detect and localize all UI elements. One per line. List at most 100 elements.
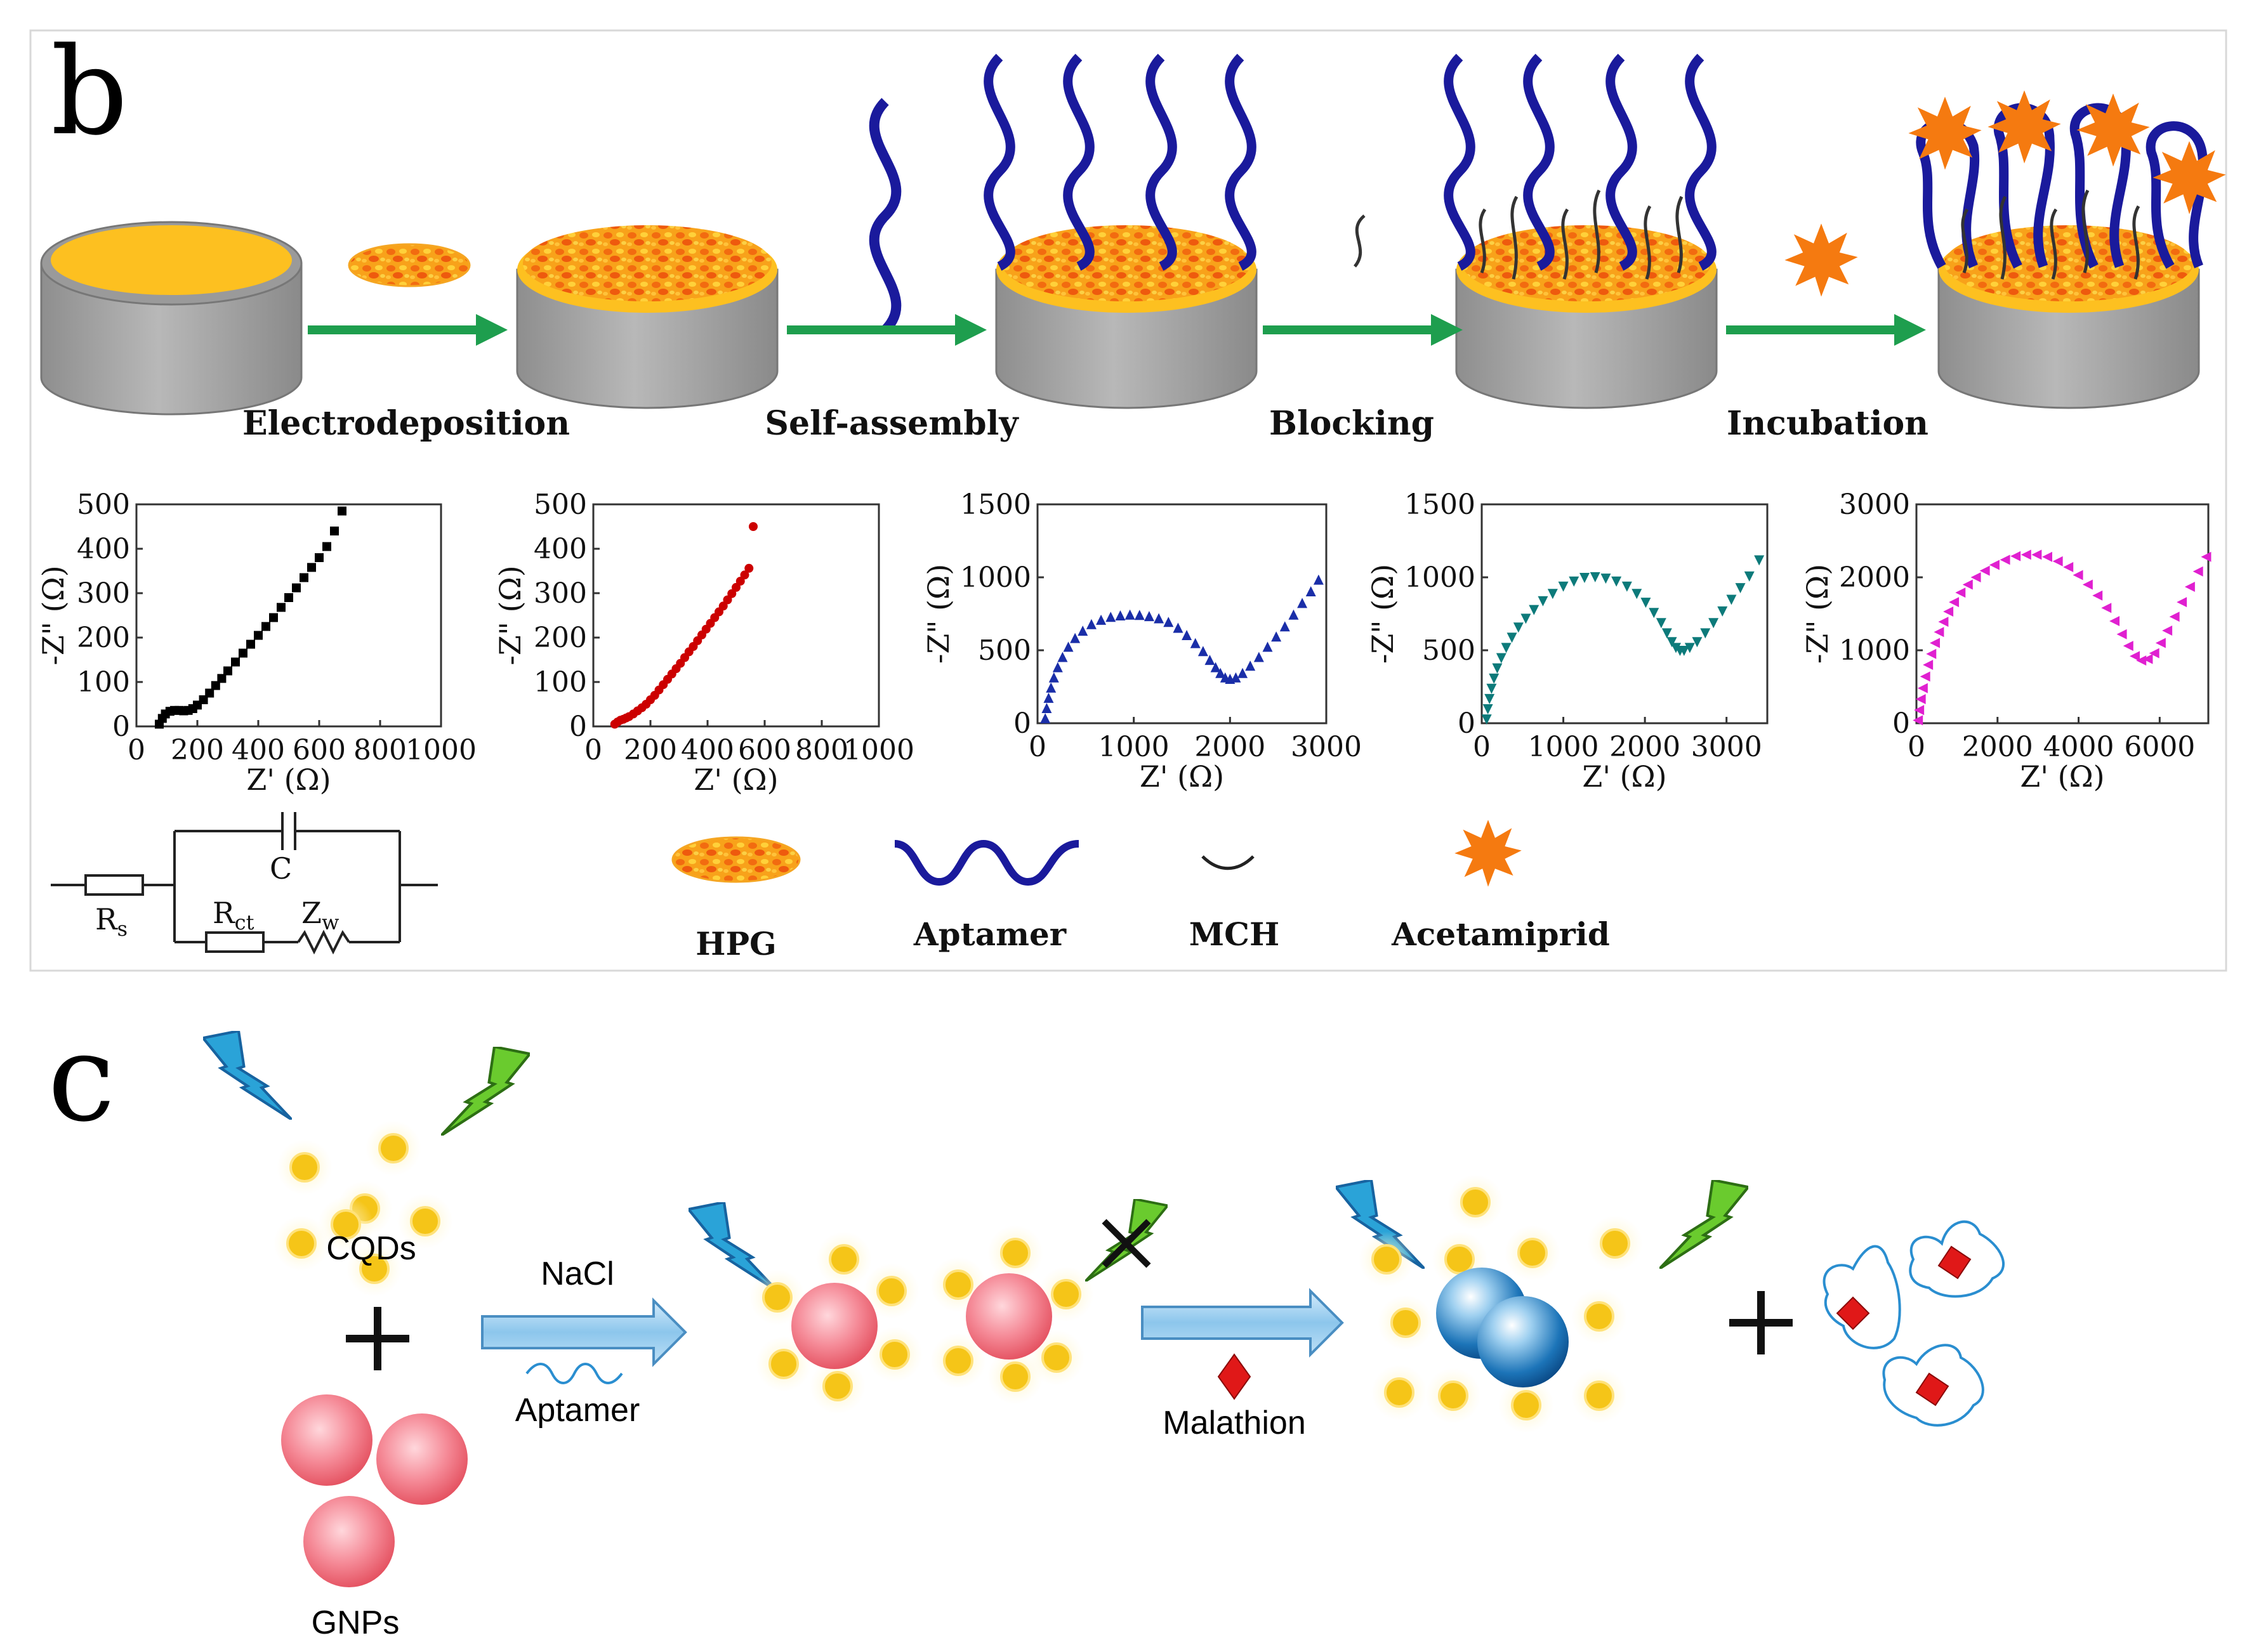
data-point [1297, 598, 1308, 608]
y-tick-label: 100 [77, 666, 130, 698]
x-tick-label: 2000 [1962, 731, 2033, 763]
data-point [1489, 673, 1500, 684]
y-tick-label: 1500 [960, 488, 1031, 521]
data-point [2162, 625, 2173, 636]
x-tick-label: 200 [171, 734, 224, 766]
y-tick-label: 100 [534, 666, 587, 698]
y-tick-label: 0 [569, 711, 587, 743]
data-point [718, 601, 728, 611]
data-point [1506, 633, 1517, 643]
data-point [1210, 662, 1221, 672]
data-point [1631, 589, 1642, 600]
data-point [2201, 551, 2212, 562]
data-point [749, 522, 758, 531]
data-point [284, 593, 293, 602]
data-point [1501, 643, 1512, 653]
data-point [1962, 579, 1973, 590]
chart-frame [1036, 503, 1328, 724]
data-point [223, 666, 232, 676]
data-point [1245, 660, 1256, 671]
data-point [1656, 618, 1666, 629]
cqd-particle [359, 1254, 390, 1284]
gnp-particle [791, 1283, 878, 1369]
plus-icon [346, 1307, 409, 1370]
data-point [1486, 683, 1497, 694]
data-point [231, 657, 240, 667]
x-tick-label: 800 [353, 734, 407, 766]
data-point [1938, 617, 1949, 627]
cqd-particle [762, 1282, 793, 1313]
plus-icon [1729, 1291, 1793, 1354]
panel-b-frame [29, 29, 2227, 972]
data-point [239, 648, 247, 658]
electrode-aptamer [984, 53, 1258, 409]
data-point [1547, 589, 1558, 600]
x-tick-label: 2000 [1609, 731, 1680, 763]
data-point [744, 563, 754, 573]
electrode-blocked [1444, 53, 1718, 409]
data-point [322, 542, 331, 551]
data-point [1262, 641, 1273, 652]
reaction-arrow-2 [1141, 1288, 1344, 1358]
x-tick-label: 600 [293, 734, 346, 766]
x-tick-label: 6000 [2124, 731, 2195, 763]
data-point [1043, 692, 1054, 703]
y-tick-label: 1500 [1404, 488, 1475, 521]
cqd-particle [1051, 1279, 1081, 1309]
gnps-cluster [281, 1394, 468, 1587]
malathion-icon [1217, 1353, 1251, 1400]
data-point [2123, 641, 2133, 652]
x-tick-label: 0 [128, 734, 145, 766]
cqd-particle [1600, 1228, 1630, 1259]
x-tick-label: 0 [1908, 731, 1925, 763]
cqd-particle [876, 1276, 907, 1306]
cqd-particle [1460, 1187, 1491, 1217]
data-point [1520, 613, 1531, 624]
data-point [1558, 581, 1569, 592]
legend-acetamiprid-icon [1454, 820, 1522, 887]
data-point [2142, 653, 2153, 664]
data-point [1671, 643, 1681, 653]
y-tick-label: 500 [77, 488, 130, 521]
circuit-rs-label: Rs [95, 902, 128, 941]
panel-b: b [29, 22, 2227, 972]
data-point [2136, 655, 2147, 666]
data-point [1926, 648, 1937, 659]
x-tick-label: 1000 [1098, 731, 1170, 763]
data-point [1744, 571, 1755, 582]
data-point [2155, 638, 2166, 648]
y-tick-label: 200 [534, 622, 587, 654]
data-point [1930, 638, 1941, 648]
chart-frame [135, 503, 442, 728]
blue-light-bolt-icon [203, 1031, 292, 1120]
data-point [1288, 609, 1299, 620]
y-tick-label: 3000 [1839, 488, 1910, 521]
data-point [2063, 561, 2074, 572]
data-point [1611, 576, 1622, 587]
green-light-bolt-icon [1659, 1180, 1748, 1269]
chart-frame [1915, 503, 2210, 724]
data-point [1600, 574, 1611, 584]
data-point [1934, 627, 1944, 638]
data-point [211, 681, 220, 690]
circuit-rct-label: Rct [213, 896, 254, 934]
nacl-label: NaCl [541, 1255, 614, 1292]
data-point [1513, 622, 1524, 633]
x-axis-label: Z' (Ω) [246, 763, 331, 797]
gnps-label: GNPs [312, 1604, 400, 1641]
y-tick-label: 400 [77, 533, 130, 565]
electrode-incubated [1908, 90, 2226, 409]
data-point [277, 603, 286, 612]
data-point [1920, 671, 1930, 682]
data-point [1204, 655, 1215, 665]
y-tick-label: 0 [112, 711, 130, 743]
data-point [2101, 603, 2112, 613]
electrode-hpg [516, 225, 779, 409]
x-tick-label: 1000 [843, 734, 914, 766]
data-point [2130, 651, 2140, 662]
data-point [292, 583, 301, 593]
aggregated-gnps [1436, 1268, 1569, 1387]
x-tick-label: 1000 [1528, 731, 1599, 763]
